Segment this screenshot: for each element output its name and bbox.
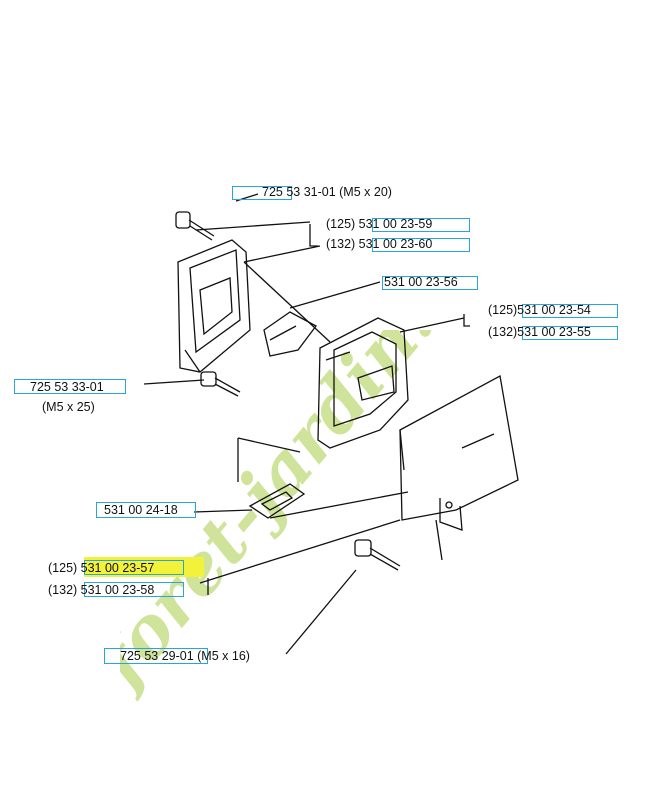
label-bolt-bottom[interactable]: 725 53 29-01 (M5 x 16) xyxy=(120,649,250,663)
box-132-60 xyxy=(372,238,470,252)
leader-lines xyxy=(143,193,470,655)
heat-shield-icon xyxy=(399,374,519,531)
box-132-58 xyxy=(84,582,184,597)
box-bolt-top xyxy=(232,186,292,200)
label-bolt-left-size[interactable]: (M5 x 25) xyxy=(42,400,95,414)
muffler-bracket-icon xyxy=(177,239,251,373)
muffler-body-icon xyxy=(317,317,409,449)
box-56 xyxy=(382,276,478,290)
deflector-icon xyxy=(263,311,317,357)
label-132-58[interactable]: (132) 531 00 23-58 xyxy=(48,583,155,597)
box-125-57 xyxy=(84,560,184,575)
label-132-60[interactable]: (132) 531 00 23-60 xyxy=(326,237,433,251)
box-bolt-left xyxy=(14,379,126,394)
box-bolt-bottom xyxy=(104,648,208,664)
bolt-bottom-icon xyxy=(354,539,401,571)
label-56[interactable]: 531 00 23-56 xyxy=(384,275,458,289)
box-gasket xyxy=(96,502,196,518)
label-bolt-top[interactable]: 725 53 31-01 (M5 x 20) xyxy=(262,185,392,199)
bolt-top-icon xyxy=(175,211,215,241)
label-125-57[interactable]: (125) 531 00 23-57 xyxy=(48,561,155,575)
label-gasket[interactable]: 531 00 24-18 xyxy=(104,503,178,517)
label-bolt-left-number[interactable]: 725 53 33-01 xyxy=(30,380,104,394)
highlight-125-57 xyxy=(84,557,204,577)
label-125-59[interactable]: (125) 531 00 23-59 xyxy=(326,217,433,231)
box-132-55 xyxy=(522,326,618,340)
bolt-left-icon xyxy=(200,371,241,397)
gasket-icon xyxy=(248,483,306,519)
label-125-54[interactable]: (125)531 00 23-54 xyxy=(488,303,591,317)
label-132-55[interactable]: (132)531 00 23-55 xyxy=(488,325,591,339)
box-125-54 xyxy=(522,304,618,318)
box-125-59 xyxy=(372,218,470,232)
